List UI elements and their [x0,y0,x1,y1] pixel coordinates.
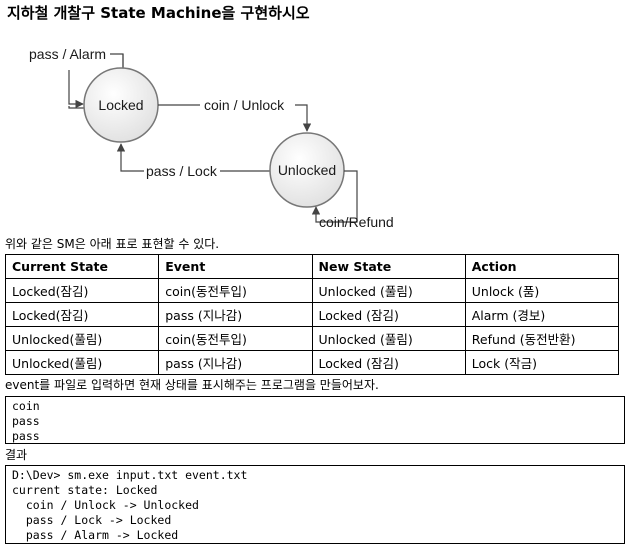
input-line: pass [12,429,40,443]
transition-coin-refund-label: coin/Refund [319,214,394,230]
header-new-state: New State [311,254,466,279]
table-row: Locked(잠김) pass (지나감) Locked (잠김) Alarm … [4,302,620,327]
cell-action: Lock (작금) [464,350,620,375]
output-line: pass / Lock -> Locked [12,513,172,527]
transition-coin-refund-arrow [311,170,358,223]
input-file-box: coin pass pass [5,396,625,444]
state-diagram: pass / Alarm Locked coin / Unlock pass /… [29,46,394,230]
cell-current-state: Unlocked(풀림) [4,326,160,351]
output-line: current state: Locked [12,483,158,497]
cell-new-state: Unlocked (풀림) [311,278,466,303]
output-line: coin / Unlock -> Unlocked [12,498,199,512]
header-action: Action [464,254,620,279]
cell-new-state: Locked (잠김) [311,350,466,375]
cell-new-state: Locked (잠김) [311,302,466,327]
cell-action: Alarm (경보) [464,302,620,327]
input-line: coin [12,399,40,413]
state-table: Current State Event New State Action Loc… [4,254,620,375]
cell-new-state: Unlocked (풀림) [311,326,466,351]
table-row: Locked(잠김) coin(동전투입) Unlocked (풀림) Unlo… [4,278,620,303]
cell-event: pass (지나감) [158,350,313,375]
transition-pass-lock-label: pass / Lock [146,163,218,179]
state-locked-label: Locked [98,97,143,113]
cell-current-state: Unlocked(풀림) [4,350,160,375]
output-line: pass / Alarm -> Locked [12,528,179,542]
cell-action: Unlock (품) [464,278,620,303]
cell-event: pass (지나감) [158,302,313,327]
input-line: pass [12,414,40,428]
output-console-box: D:\Dev> sm.exe input.txt event.txt curre… [5,465,625,544]
transition-pass-alarm-label: pass / Alarm [29,46,106,62]
state-unlocked [269,132,345,208]
state-unlocked-label: Unlocked [278,162,336,178]
header-event: Event [158,254,313,279]
header-current-state: Current State [4,254,160,279]
cell-current-state: Locked(잠김) [4,278,160,303]
cell-event: coin(동전투입) [158,278,313,303]
transition-coin-unlock-label: coin / Unlock [204,97,285,113]
transition-pass-lock-arrow [116,143,270,172]
page-title: 지하철 개찰구 State Machine을 구현하시오 [7,4,310,22]
table-row: Unlocked(풀림) coin(동전투입) Unlocked (풀림) Re… [4,326,620,351]
cell-current-state: Locked(잠김) [4,302,160,327]
caption-program-intro: event를 파일로 입력하면 현재 상태를 표시해주는 프로그램을 만들어보자… [5,378,379,392]
output-line: D:\Dev> sm.exe input.txt event.txt [12,468,248,482]
table-header-row: Current State Event New State Action [4,254,620,279]
caption-result: 결과 [5,448,28,462]
caption-table-intro: 위와 같은 SM은 아래 표로 표현할 수 있다. [5,237,220,251]
cell-action: Refund (동전반환) [464,326,620,351]
table-row: Unlocked(풀림) pass (지나감) Locked (잠김) Lock… [4,350,620,375]
cell-event: coin(동전투입) [158,326,313,351]
